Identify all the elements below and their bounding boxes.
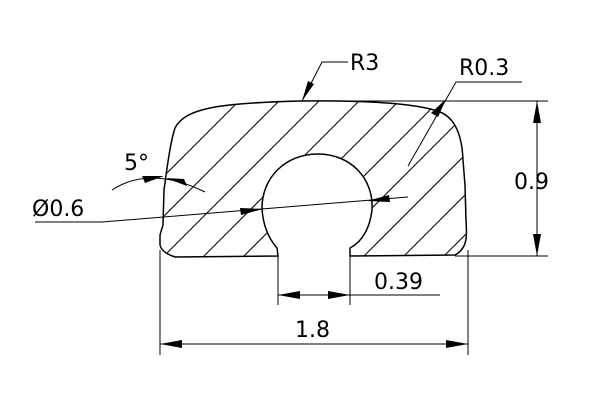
arrowhead	[431, 99, 446, 117]
label-angle: 5°	[124, 151, 149, 176]
dimension-total-width	[160, 340, 468, 348]
arrowhead	[533, 101, 541, 123]
arrowhead	[533, 234, 541, 256]
arrowhead	[160, 340, 182, 348]
label-radius-large: R3	[350, 51, 379, 76]
leader-radius-large	[301, 61, 348, 102]
label-diameter: Ø0.6	[32, 197, 84, 222]
arrowhead	[328, 291, 350, 299]
label-radius-small: R0.3	[459, 56, 509, 81]
label-height: 0.9	[514, 170, 549, 195]
leader-diameter	[35, 195, 409, 223]
dimension-angle	[111, 176, 206, 193]
leader-radius-small	[407, 81, 522, 167]
arrowhead	[166, 178, 187, 186]
section-hatching	[160, 100, 467, 257]
label-slot-width: 0.39	[374, 270, 423, 295]
arrowhead	[367, 195, 390, 202]
arrowhead	[446, 340, 468, 348]
arrowhead	[278, 291, 300, 299]
arrowhead	[302, 81, 314, 101]
dimension-slot-width	[278, 291, 440, 299]
profile-outline	[159, 100, 468, 258]
label-total-width: 1.8	[295, 318, 330, 343]
arrowhead	[142, 176, 164, 183]
dimension-height	[533, 101, 541, 256]
extension-lines	[159, 100, 548, 355]
arrowhead	[240, 208, 263, 215]
